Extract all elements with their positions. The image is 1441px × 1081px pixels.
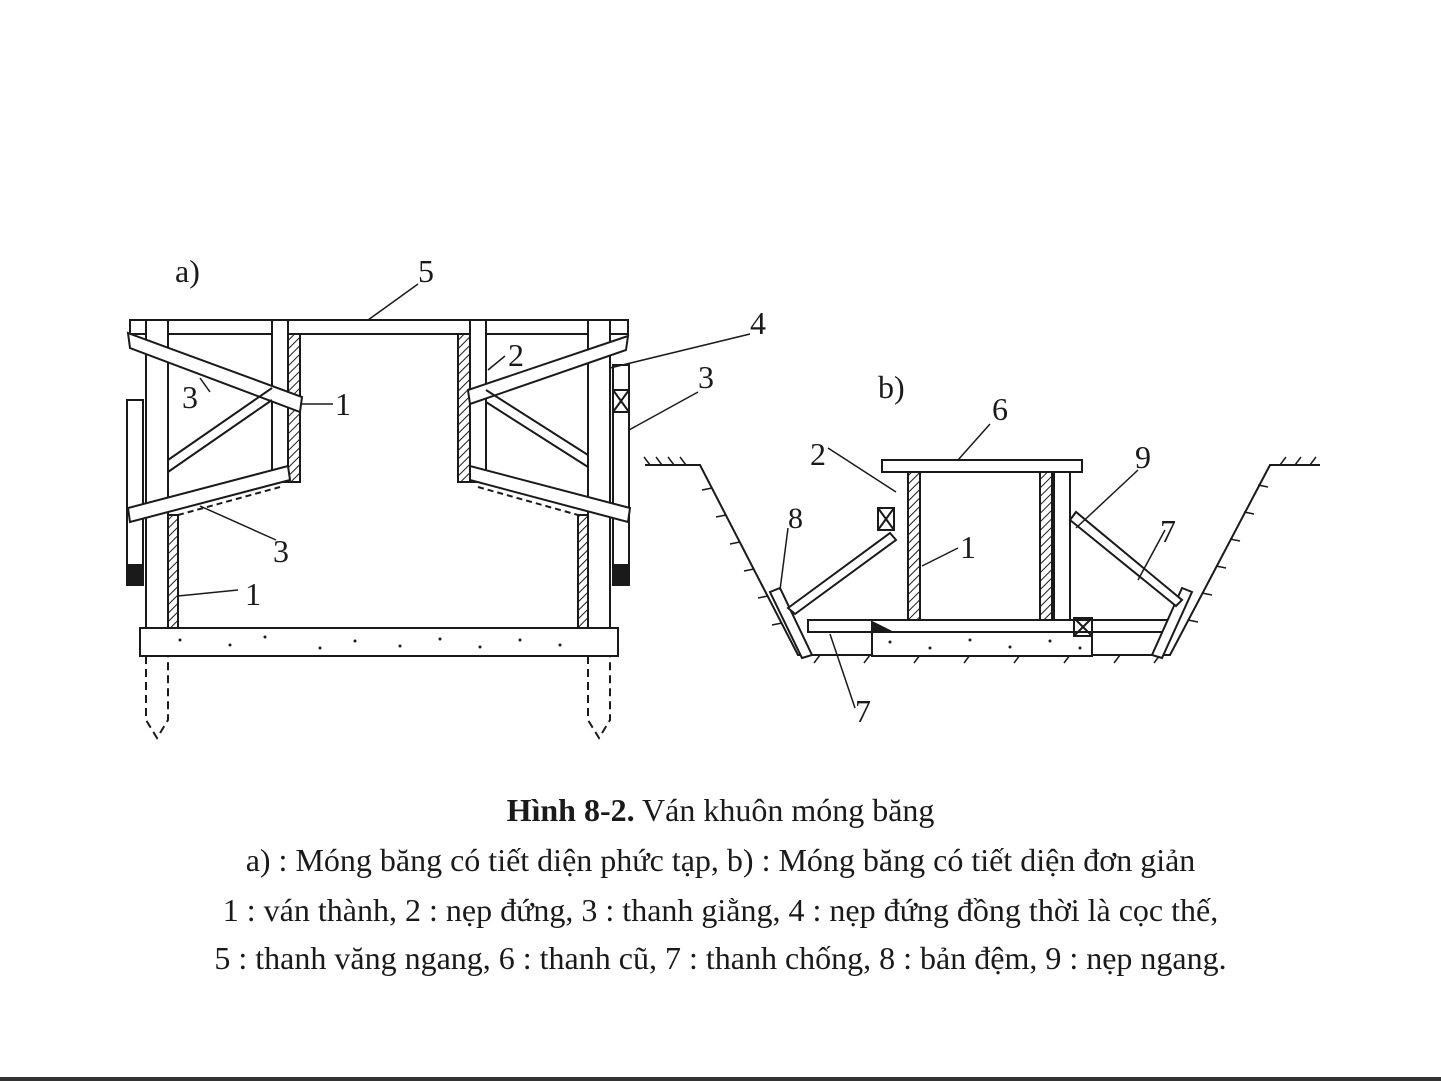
panel-b-drawing: [643, 423, 1320, 709]
panel-a-callout-3-right: 3: [698, 359, 714, 395]
formwork-diagram: a) 5 4 3 2 3 1 3 1: [126, 253, 1320, 740]
panel-b-label: b): [878, 369, 905, 405]
caption-line-legend-2: 5 : thanh văng ngang, 6 : thanh cũ, 7 : …: [214, 940, 1227, 976]
panel-b-speckles: [888, 638, 1082, 650]
panel-b-callout-7-bottom: 7: [855, 693, 871, 729]
panel-a-callout-1-upper: 1: [335, 386, 351, 422]
figure-number: Hình 8-2.: [506, 792, 635, 828]
panel-a-callout-5: 5: [418, 253, 434, 289]
panel-a-speckles: [178, 635, 562, 650]
bottom-border: [0, 1077, 1441, 1081]
panel-b-callout-2: 2: [810, 436, 826, 472]
caption-line-subfigures: a) : Móng băng có tiết diện phức tạp, b)…: [245, 842, 1196, 878]
panel-a-drawing: [126, 283, 751, 740]
panel-a-callout-3-left: 3: [182, 379, 198, 415]
panel-a-callout-1-lower: 1: [245, 576, 261, 612]
panel-b-callout-6: 6: [992, 391, 1008, 427]
panel-a-callout-3-lower: 3: [273, 533, 289, 569]
panel-a-callout-4: 4: [750, 305, 766, 341]
figure-title: Ván khuôn móng băng: [634, 792, 935, 828]
panel-b-callout-8: 8: [788, 502, 803, 535]
panel-b-callout-1: 1: [960, 529, 976, 565]
caption-line-legend-1: 1 : ván thành, 2 : nẹp đứng, 3 : thanh g…: [222, 892, 1219, 928]
panel-b-callout-7-right: 7: [1160, 513, 1176, 549]
panel-a-label: a): [175, 253, 200, 289]
figure-caption-title: Hình 8-2. Ván khuôn móng băng: [0, 790, 1441, 830]
panel-a-callout-2: 2: [508, 337, 524, 373]
panel-b-callout-9: 9: [1135, 439, 1151, 475]
